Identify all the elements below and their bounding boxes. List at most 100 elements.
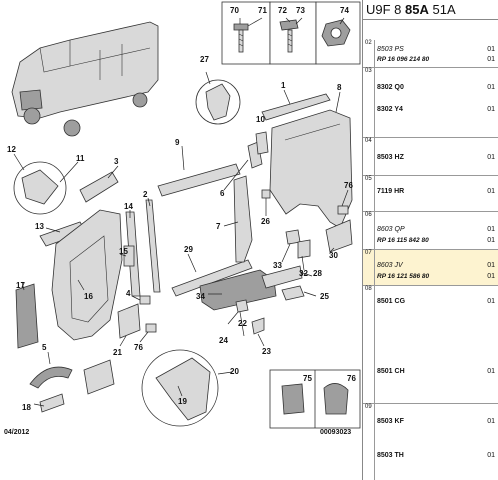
part-reference: 8501 CH <box>377 368 405 375</box>
parts-list-header: U9F 8 85A 51A <box>363 0 498 20</box>
side-panel-8 <box>269 109 353 229</box>
footer-reference: 00093023 <box>320 429 351 436</box>
callout-label: 12 <box>7 145 16 154</box>
row-index: 06 <box>363 212 375 249</box>
row-index: 07 <box>363 250 375 285</box>
step-assembly-34 <box>199 269 277 311</box>
header-model: 85A <box>405 2 429 17</box>
callout-label: 70 <box>230 6 239 15</box>
exploded-parts-diagram: 70 71 72 73 74 8 27 1 12 11 3 9 6 76 2 1… <box>4 1 361 436</box>
footer-date: 04/2012 <box>4 429 29 436</box>
bracket-15 <box>123 245 135 267</box>
callout-label: 76 <box>347 374 356 383</box>
row-index: 02 <box>363 40 375 67</box>
callout-label: 5 <box>42 343 47 352</box>
callout-label: 25 <box>320 292 329 301</box>
callout-label: 72 <box>278 6 287 15</box>
row-index: 03 <box>363 68 375 137</box>
callout-label: 16 <box>84 292 93 301</box>
clip-23 <box>251 317 265 335</box>
row-index: 08 <box>363 286 375 403</box>
leader-lines <box>13 17 349 407</box>
part-reference: 8603 QP <box>377 226 405 233</box>
callout-label: 27 <box>200 55 209 64</box>
callout-label: 9 <box>175 138 180 147</box>
fastener-box-70-71 <box>221 1 271 65</box>
part-rp-number: RP 16 096 214 80 <box>377 56 430 63</box>
part-quantity: 01 <box>487 154 495 161</box>
callout-label: 1 <box>281 81 286 90</box>
bracket-32 <box>297 239 311 259</box>
parts-row-08[interactable]: 08 8501 CG 01 8501 CH 01 <box>363 286 498 404</box>
step-bracket-28 <box>261 265 303 289</box>
part-quantity: 01 <box>487 368 495 375</box>
b-pillar-2 <box>145 199 161 293</box>
bracket-25 <box>281 285 305 301</box>
bracket-10 <box>255 131 269 155</box>
callout-label: 3 <box>114 157 119 166</box>
a-pillar-3 <box>79 171 119 203</box>
callout-label: 20 <box>230 367 239 376</box>
callout-label: 13 <box>35 222 44 231</box>
box-75-76 <box>269 369 361 429</box>
part-reference: 8501 CG <box>377 298 406 305</box>
bracket-18 <box>39 393 65 413</box>
clip-4 <box>139 295 151 305</box>
part-quantity: 01 <box>487 452 495 459</box>
bracket-20 <box>83 359 115 395</box>
detail-12 <box>13 161 67 215</box>
part-reference: 7119 HR <box>377 188 405 195</box>
clip-22 <box>235 299 249 313</box>
part-quantity: 01 <box>487 188 495 195</box>
callout-label: 29 <box>184 245 193 254</box>
van-illustration <box>11 21 159 137</box>
part-quantity: 01 <box>487 226 495 233</box>
callout-label: 71 <box>258 6 267 15</box>
bracket-30 <box>325 219 353 253</box>
fastener-box-72-73 <box>269 1 317 65</box>
part-reference: 8503 TH <box>377 452 404 459</box>
bracket-21 <box>117 303 141 339</box>
header-prefix: U9F 8 <box>366 2 406 17</box>
header-suffix: 51A <box>428 2 456 17</box>
row-index: 09 <box>363 404 375 480</box>
part-reference: 8302 Y4 <box>377 106 403 113</box>
callout-label: 14 <box>124 202 133 211</box>
part-quantity: 01 <box>487 273 495 280</box>
part-rp-number: RP 16 121 586 80 <box>377 273 430 280</box>
callout-label: 28 <box>313 269 322 278</box>
callout-label: 30 <box>329 251 338 260</box>
callout-label: 33 <box>273 261 282 270</box>
sill-member-9 <box>157 163 241 197</box>
part-quantity: 01 <box>487 237 495 244</box>
callout-label: 7 <box>216 222 221 231</box>
callout-label: 6 <box>220 189 225 198</box>
roof-rail-1 <box>261 93 331 121</box>
part-quantity: 01 <box>487 56 495 63</box>
callout-label: 10 <box>256 115 265 124</box>
part-reference: 8302 Q0 <box>377 84 404 91</box>
callout-label: 75 <box>303 374 312 383</box>
callout-label: 34 <box>196 292 205 301</box>
callout-label: 17 <box>16 281 25 290</box>
callout-label: 22 <box>238 319 247 328</box>
callout-label: 11 <box>76 154 85 163</box>
part-quantity: 01 <box>487 298 495 305</box>
fastener-box-74 <box>315 1 361 65</box>
part-reference: 8503 KF <box>377 418 404 425</box>
callout-label: 2 <box>143 190 148 199</box>
panel-17 <box>15 283 39 349</box>
part-reference: 8503 HZ <box>377 154 404 161</box>
callout-label: 21 <box>113 348 122 357</box>
callout-label: 23 <box>262 347 271 356</box>
part-quantity: 01 <box>487 262 495 269</box>
callout-label: 76 <box>344 181 353 190</box>
